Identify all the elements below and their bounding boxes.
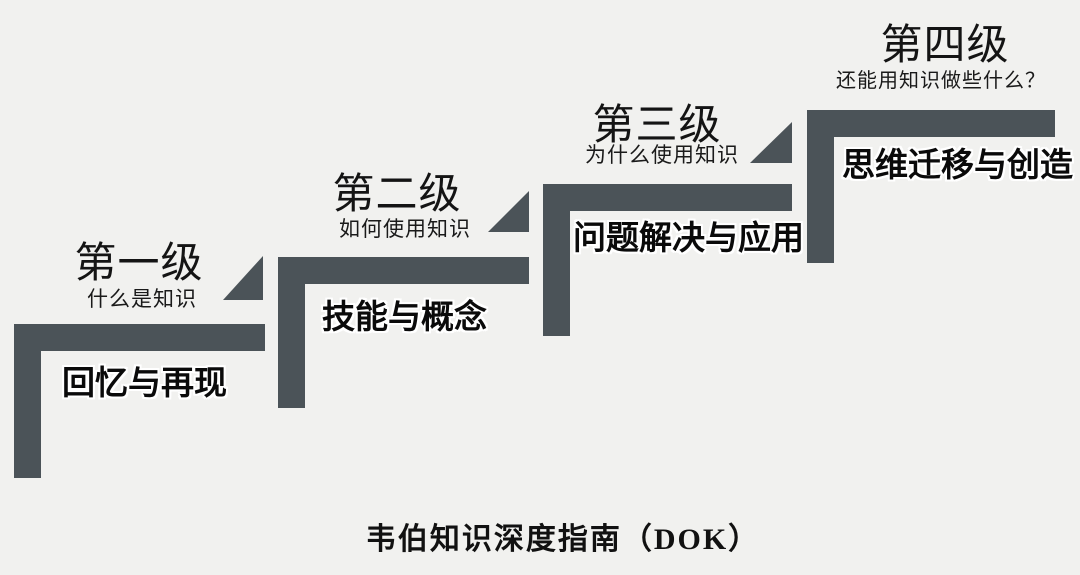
step-4-bar-horizontal: [807, 110, 1055, 137]
step-3-bar-vertical: [543, 184, 570, 336]
level-1-title: 第一级: [74, 239, 204, 286]
level-4-label: 思维迁移与创造: [842, 146, 1073, 183]
step-1-bar-horizontal: [14, 324, 265, 351]
level-3-title: 第三级: [592, 101, 722, 148]
step-4-bar-vertical: [807, 110, 834, 263]
step-1-bar-vertical: [14, 324, 41, 478]
step-2-bar-vertical: [278, 257, 305, 408]
level-2-question: 如何使用知识: [339, 218, 471, 241]
level-4-question: 还能用知识做些什么？: [836, 70, 1046, 92]
level-1-question: 什么是知识: [87, 288, 197, 311]
level-3-question: 为什么使用知识: [585, 144, 739, 167]
step-3-bar-horizontal: [543, 184, 792, 211]
level-2-label: 技能与概念: [322, 298, 487, 335]
level-4-title: 第四级: [880, 21, 1010, 68]
level-2-title: 第二级: [332, 170, 462, 217]
level-3-label: 问题解决与应用: [573, 219, 804, 256]
step-2-bar-horizontal: [278, 257, 529, 284]
level-1-label: 回忆与再现: [62, 364, 227, 401]
diagram-title: 韦伯知识深度指南（DOK）: [365, 523, 761, 556]
